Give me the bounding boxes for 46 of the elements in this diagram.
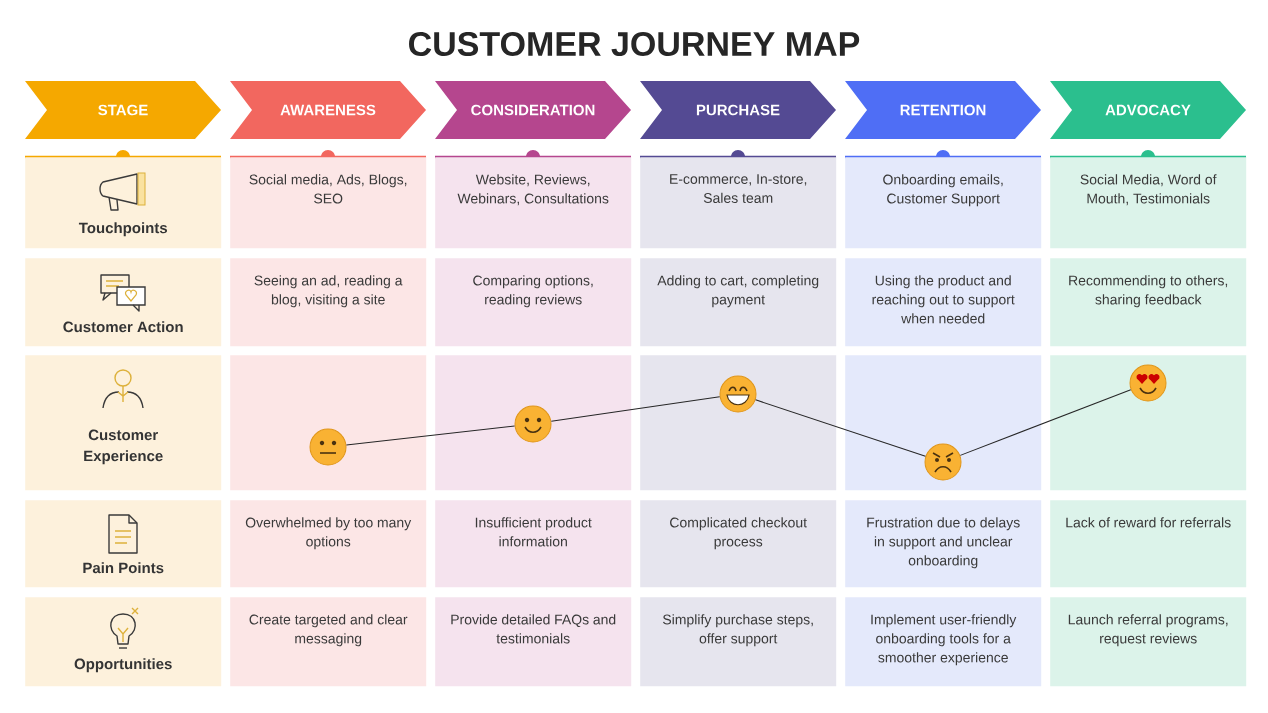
journey-cell: Seeing an ad, reading a blog, visiting a site xyxy=(230,258,427,347)
row-label-cell: Pain Points xyxy=(25,500,222,588)
connector-line xyxy=(755,399,926,457)
journey-cell: Using the product and reaching out to support when needed xyxy=(845,258,1042,347)
row-label-cell: Customer Experience xyxy=(25,355,222,491)
experience-cell xyxy=(435,355,632,491)
journey-cell: Comparing options, reading reviews xyxy=(435,258,632,347)
stage-header: AWARENESS xyxy=(230,81,426,139)
stage-header: PURCHASE xyxy=(640,81,836,139)
journey-cell: Insufficient product information xyxy=(435,500,632,588)
journey-cell: Launch referral programs, request reviews xyxy=(1050,597,1247,687)
journey-cell: Overwhelmed by too many options xyxy=(230,500,427,588)
stage-header: RETENTION xyxy=(845,81,1041,139)
journey-cell: Adding to cart, completing payment xyxy=(640,258,837,347)
stage-header: ADVOCACY xyxy=(1050,81,1246,139)
journey-cell: Provide detailed FAQs and testimonials xyxy=(435,597,632,687)
journey-cell: Social Media, Word of Mouth, Testimonials xyxy=(1050,157,1247,249)
emoji-face xyxy=(1129,364,1167,402)
journey-cell: Recommending to others, sharing feedback xyxy=(1050,258,1247,347)
journey-cell: Social media, Ads, Blogs, SEO xyxy=(230,157,427,249)
journey-cell: Create targeted and clear messaging xyxy=(230,597,427,687)
emoji-face xyxy=(514,405,552,443)
stage-header: CONSIDERATION xyxy=(435,81,631,139)
journey-cell: Simplify purchase steps, offer support xyxy=(640,597,837,687)
journey-cell: Onboarding emails, Customer Support xyxy=(845,157,1042,249)
connector-line xyxy=(550,396,721,422)
row-label-cell: Opportunities xyxy=(25,597,222,687)
stage-header: STAGE xyxy=(25,81,221,139)
journey-cell: E-commerce, In-store, Sales team xyxy=(640,157,837,249)
row-label-cell: Customer Action xyxy=(25,258,222,347)
experience-cell xyxy=(1050,355,1247,491)
experience-cell xyxy=(230,355,427,491)
journey-cell: Implement user-friendly onboarding tools for a smoother experience xyxy=(845,597,1042,687)
journey-cell: Complicated checkout process xyxy=(640,500,837,588)
connector-line xyxy=(959,389,1132,456)
experience-cell xyxy=(640,355,837,491)
journey-cell: Lack of reward for referrals xyxy=(1050,500,1247,588)
row-label-cell: Touchpoints xyxy=(25,157,222,249)
experience-cell xyxy=(845,355,1042,491)
emoji-face xyxy=(924,443,962,481)
journey-cell: Frustration due to delays in support and unclear onboarding xyxy=(845,500,1042,588)
emoji-face xyxy=(719,375,757,413)
emoji-face xyxy=(309,428,347,466)
connector-line xyxy=(345,425,516,446)
title: CUSTOMER JOURNEY MAP xyxy=(409,31,860,57)
journey-cell: Website, Reviews, Webinars, Consultations xyxy=(435,157,632,249)
